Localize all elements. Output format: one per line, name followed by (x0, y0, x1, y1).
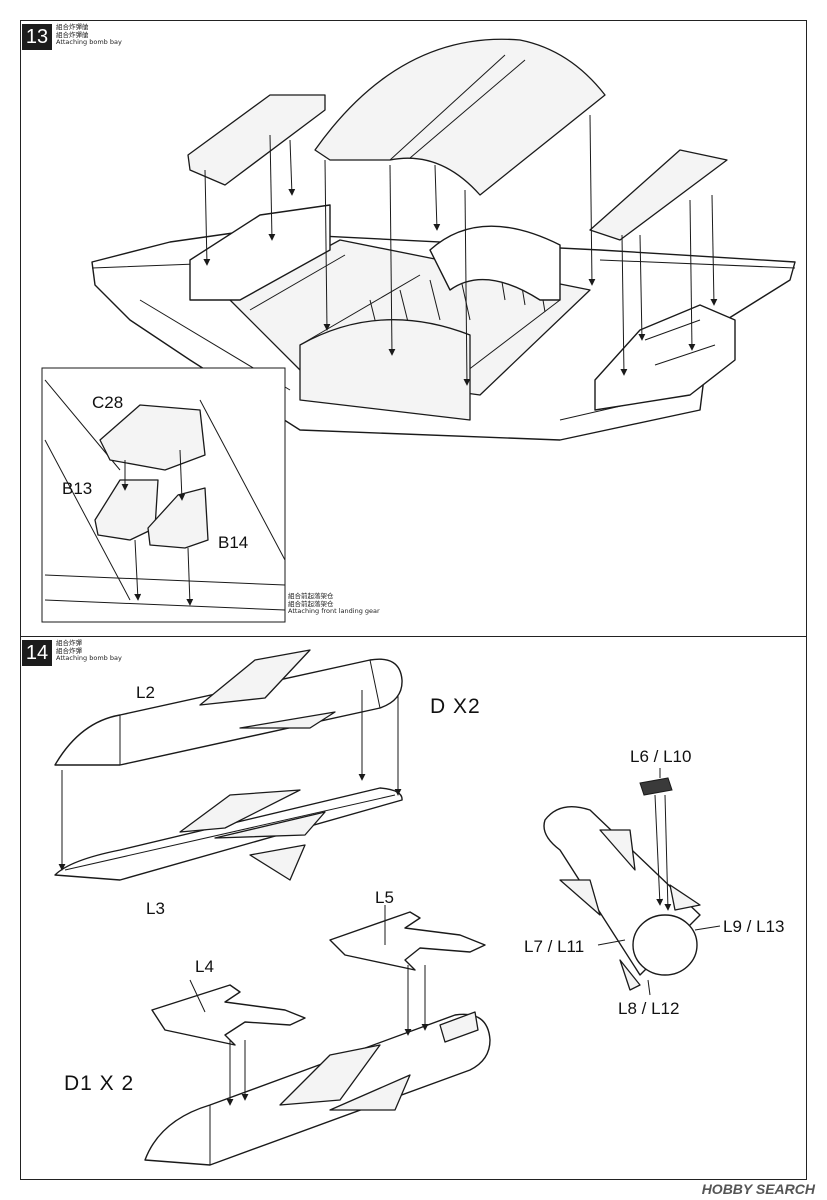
part-label-b14: B14 (218, 533, 249, 552)
step-14-panel (20, 636, 807, 1180)
part-label-l2: L2 (136, 683, 155, 702)
quantity-d1: D1 X 2 (64, 1072, 135, 1095)
part-label-c28: C28 (92, 393, 124, 412)
part-label-l8-l12: L8 / L12 (618, 999, 680, 1018)
part-label-l5: L5 (375, 888, 394, 907)
part-label-l9-l13: L9 / L13 (723, 917, 785, 936)
part-label-l7-l11: L7 / L11 (524, 937, 585, 956)
part-label-l4: L4 (195, 957, 214, 976)
quantity-d: D X2 (430, 695, 481, 718)
step-14-number: 14 (22, 640, 52, 666)
part-label-b13: B13 (62, 479, 93, 498)
step-13-caption: 組合炸彈艙 組合炸彈艙 Attaching bomb bay (56, 23, 122, 46)
part-label-l3: L3 (146, 899, 165, 918)
inset-caption: 組合前起落架仓 組合前起落架仓 Attaching front landing … (288, 592, 380, 615)
part-label-l6-l10: L6 / L10 (630, 747, 692, 766)
watermark: HOBBY SEARCH (701, 1181, 815, 1197)
step-13-drawing (41, 38, 796, 623)
step-13-number: 13 (22, 24, 52, 50)
step-14-caption: 組合炸彈 組合炸彈 Attaching bomb bay (56, 639, 122, 662)
